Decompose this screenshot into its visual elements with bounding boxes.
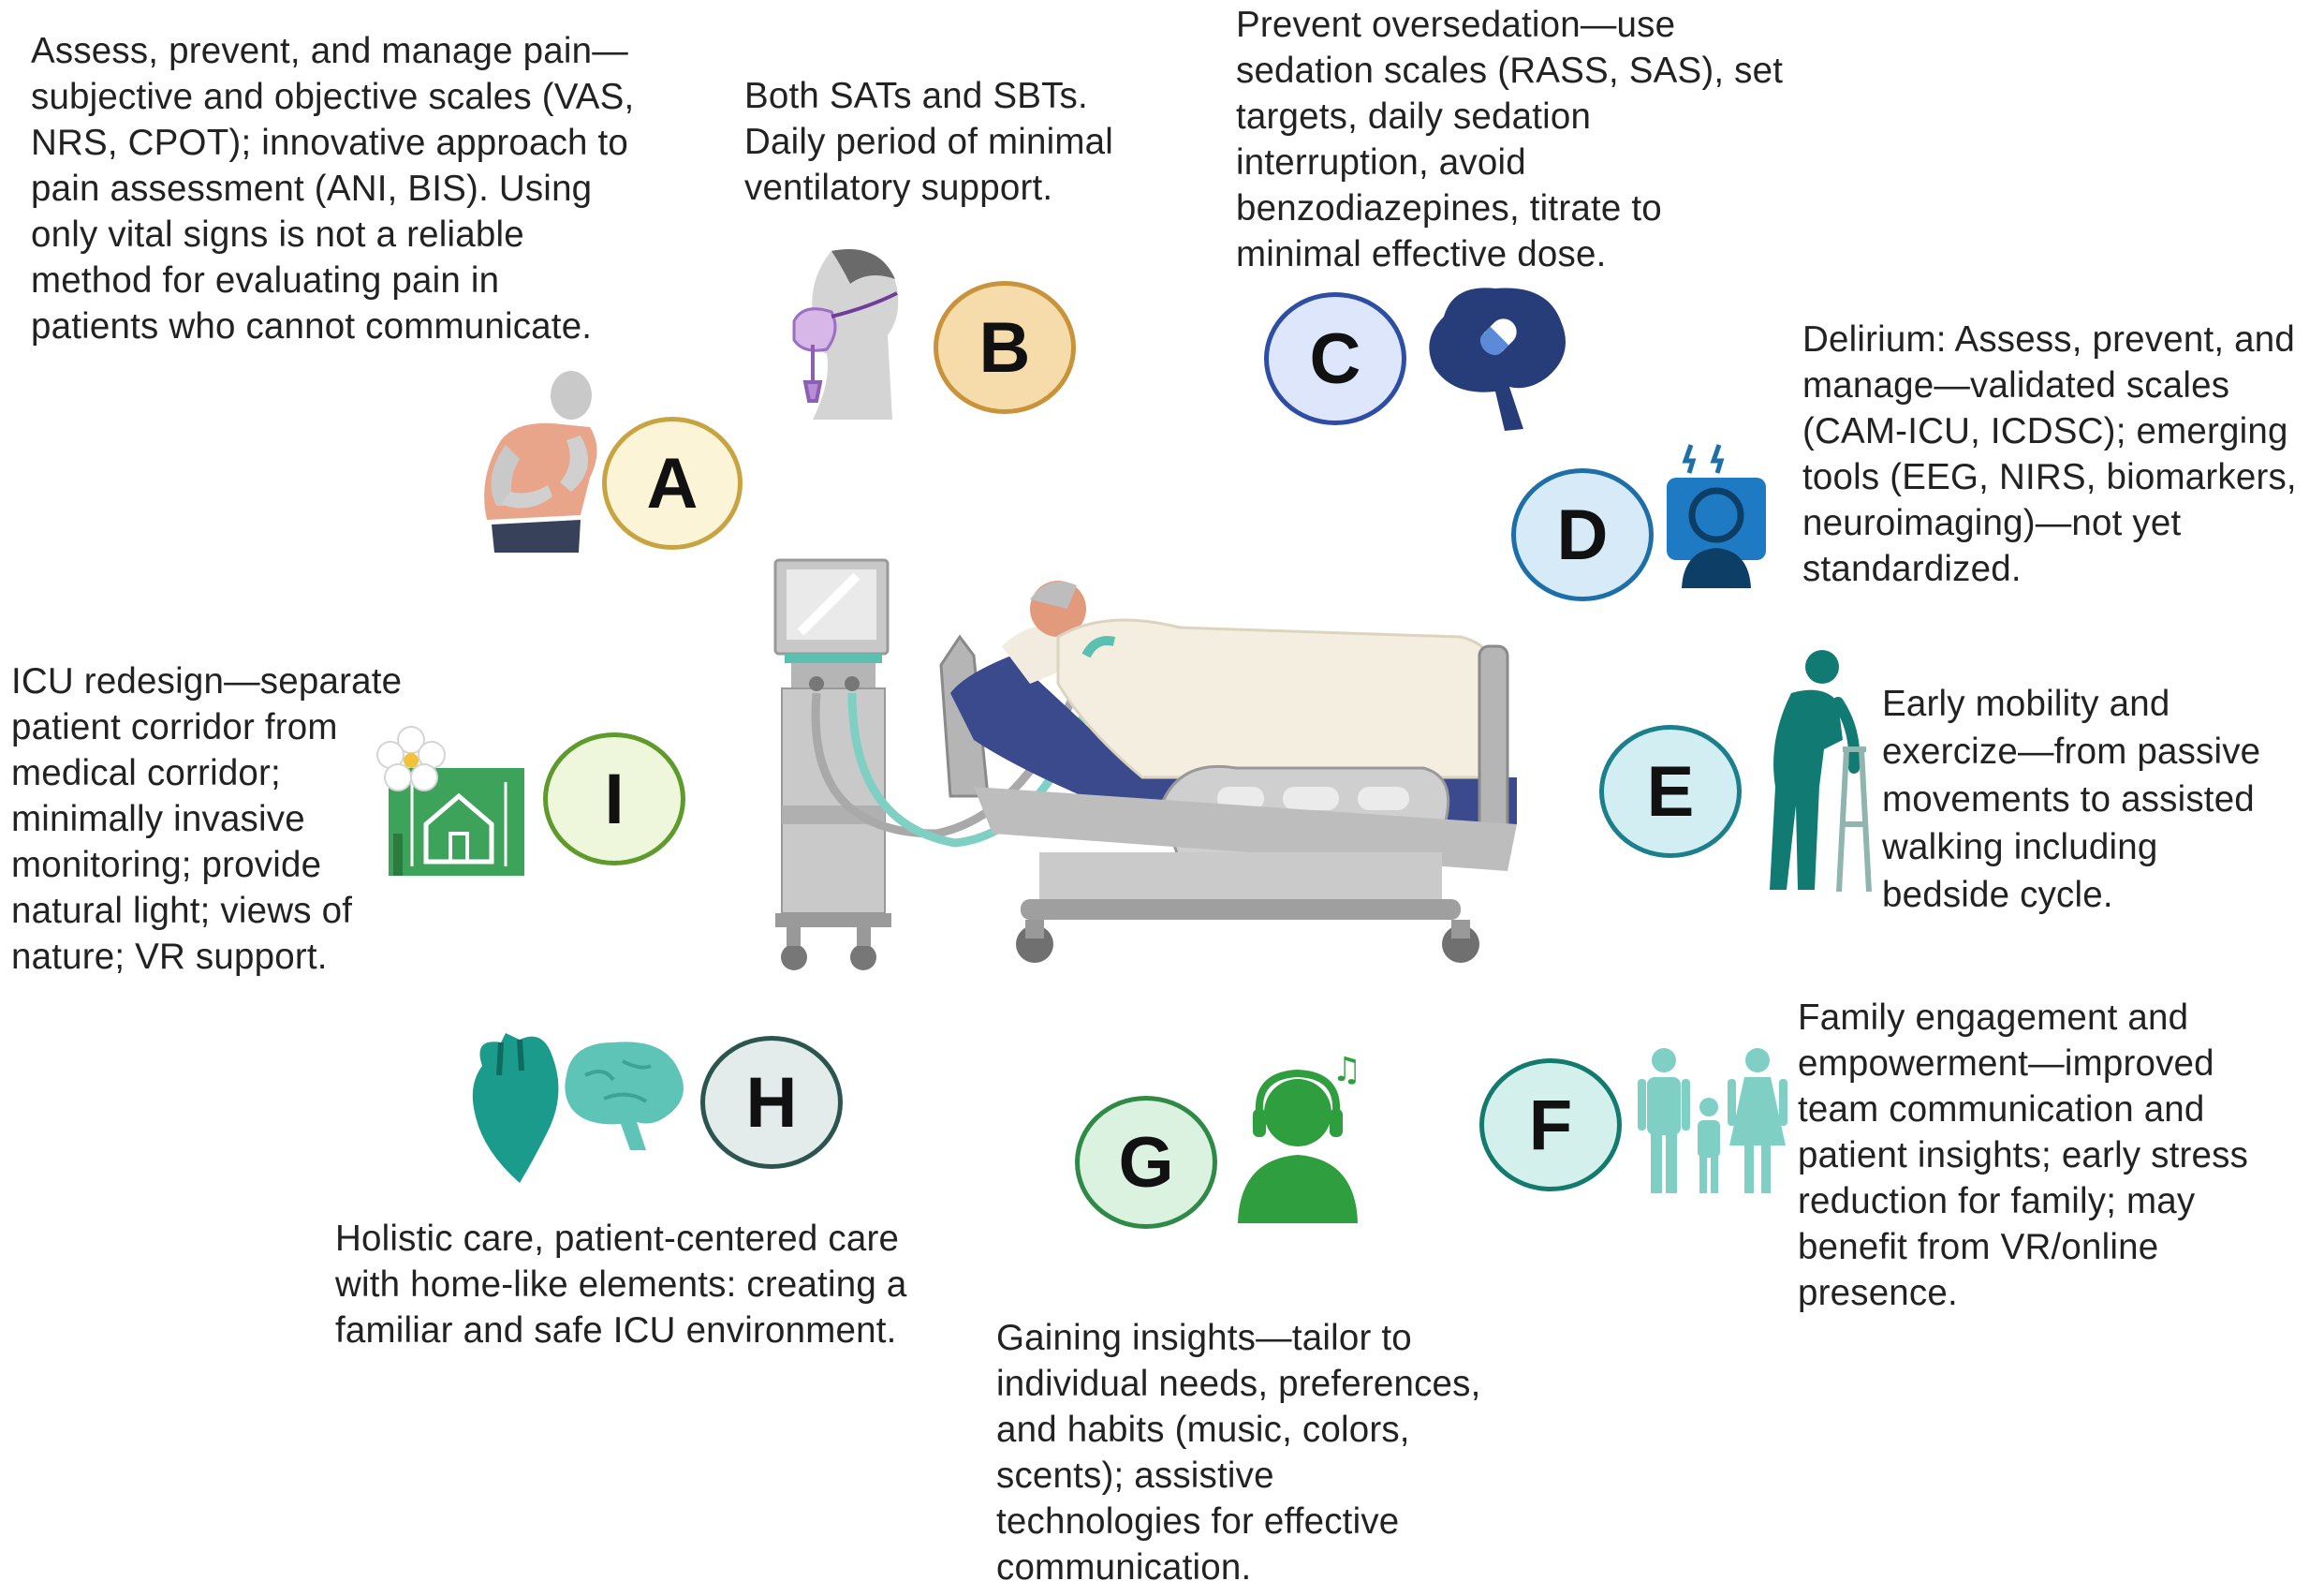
text-d: Delirium: Assess, prevent, and manage—va… xyxy=(1802,319,2297,589)
headphones-music-icon: ♫ xyxy=(1238,1051,1361,1223)
heart-brain-icon xyxy=(472,1033,684,1183)
svg-text:♫: ♫ xyxy=(1331,1051,1361,1089)
circle-b: B xyxy=(934,281,1076,414)
text-f: Family engagement and empowerment—improv… xyxy=(1798,998,2249,1313)
family-icon xyxy=(1638,1048,1787,1193)
text-e: Early mobility and exercize—from passive… xyxy=(1882,684,2261,915)
circle-d: D xyxy=(1511,468,1654,601)
text-i: ICU redesign—separate patient corridor f… xyxy=(11,661,403,977)
circle-c: C xyxy=(1264,292,1406,425)
circle-i: I xyxy=(543,732,685,865)
abdominal-pain-person-icon xyxy=(484,371,597,553)
text-b: Both SATs and SBTs. Daily period of mini… xyxy=(744,76,1114,208)
brain-pill-icon xyxy=(1429,288,1566,431)
flower-house-plan-icon xyxy=(376,726,524,876)
text-g: Gaining insights—tailor to individual ne… xyxy=(996,1318,1481,1588)
text-a: Assess, prevent, and manage pain— subjec… xyxy=(31,31,635,347)
circle-a: A xyxy=(602,417,743,550)
circle-f: F xyxy=(1479,1058,1622,1191)
circle-e: E xyxy=(1599,725,1742,858)
icu-bed-ventilator-illustration xyxy=(773,558,1517,970)
circle-g: G xyxy=(1075,1096,1217,1229)
text-c: Prevent oversedation—use sedation scales… xyxy=(1236,5,1784,274)
walker-person-icon xyxy=(1770,650,1872,893)
delirium-head-icon xyxy=(1667,444,1766,588)
oxygen-mask-head-icon xyxy=(792,249,899,420)
circle-h: H xyxy=(700,1036,843,1169)
text-h: Holistic care, patient-centered care wit… xyxy=(335,1219,907,1351)
